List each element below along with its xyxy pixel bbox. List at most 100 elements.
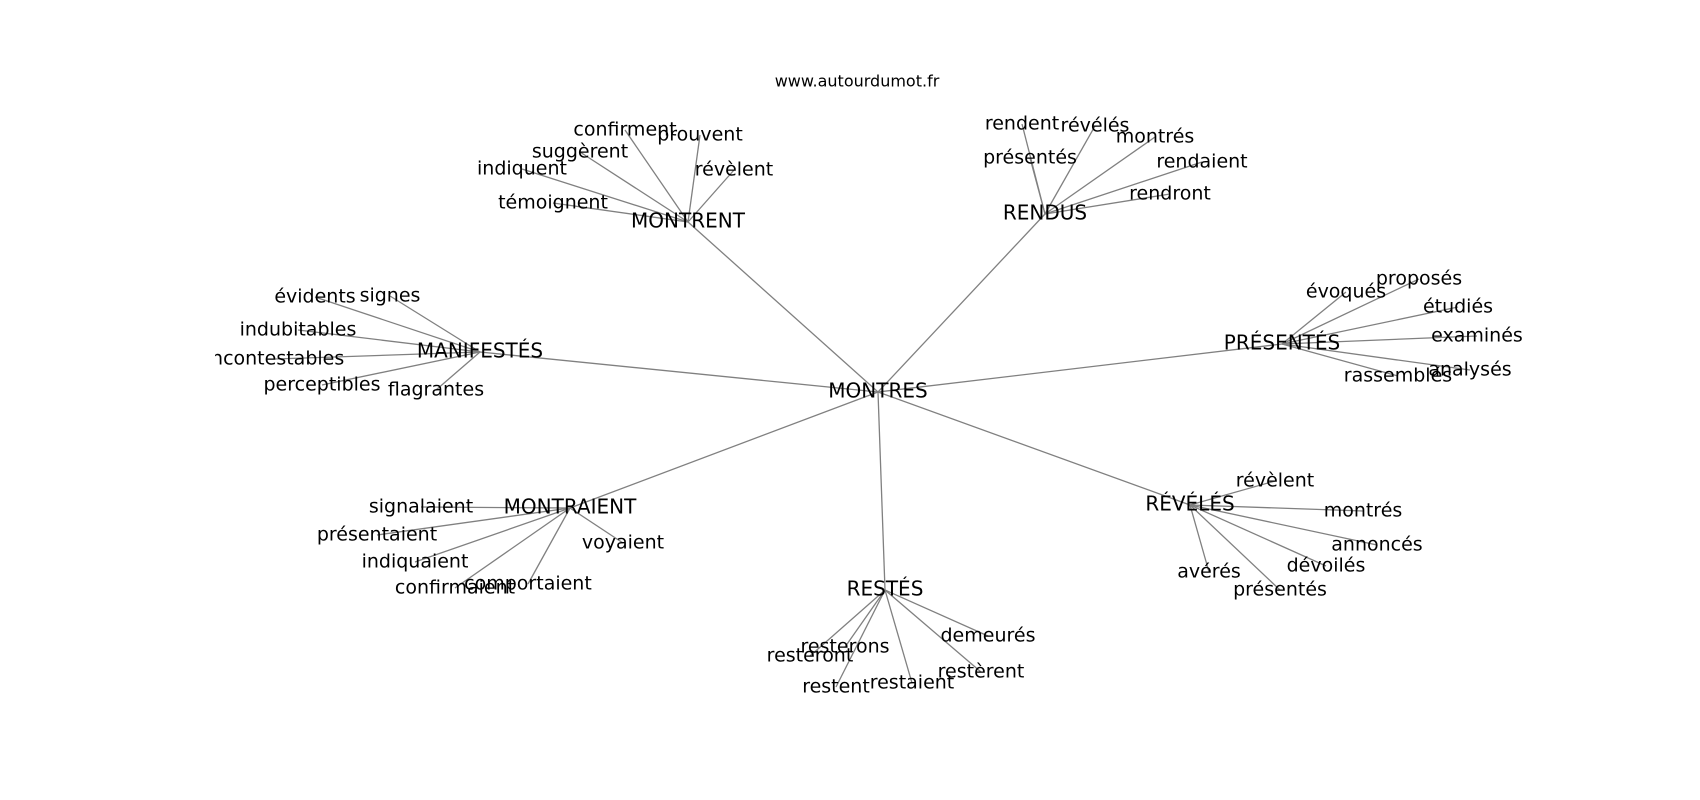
site-watermark: www.autourdumot.fr	[775, 72, 940, 91]
edge-center-reveles	[877, 391, 1191, 506]
leaf-word-montraient-4[interactable]: confirmaient	[395, 577, 515, 599]
leaf-word-presentes-2[interactable]: étudiés	[1423, 296, 1493, 318]
edge-montraient-0	[420, 506, 571, 509]
leaf-word-montrent-4[interactable]: révèlent	[695, 159, 773, 181]
hub-word-presentes[interactable]: PRÉSENTÉS	[1224, 331, 1340, 355]
leaf-word-presentes-0[interactable]: évoqués	[1306, 281, 1386, 303]
edge-center-manifestes	[479, 351, 879, 393]
edge-montrent-3	[521, 168, 689, 223]
edge-presentes-3	[1281, 335, 1478, 345]
edge-restes-0	[884, 589, 989, 637]
edge-restes-4	[835, 589, 886, 688]
edge-manifestes-1	[389, 295, 481, 353]
leaf-word-montrent-3[interactable]: indiquent	[477, 158, 567, 180]
leaf-word-manifestes-5[interactable]: flagrantes	[388, 379, 484, 401]
edge-reveles-1	[1189, 504, 1364, 512]
leaf-word-presentes-4[interactable]: rassemblés	[1344, 365, 1452, 387]
hub-word-montrent[interactable]: MONTRENT	[631, 209, 746, 233]
edge-manifestes-5	[435, 351, 481, 391]
edge-rendus-2	[1044, 136, 1156, 215]
leaf-word-rendus-3[interactable]: présentés	[983, 147, 1077, 169]
edge-center-montrent	[687, 221, 879, 393]
edge-restes-3	[884, 589, 982, 673]
leaf-word-reveles-1[interactable]: montrés	[1324, 500, 1403, 522]
edge-restes-1	[809, 589, 886, 657]
leaf-word-montraient-5[interactable]: comportaient	[464, 573, 592, 595]
edge-center-presentes	[877, 343, 1283, 393]
leaf-word-manifestes-2[interactable]: indubitables	[240, 319, 357, 341]
leaf-word-restes-4[interactable]: restent	[802, 676, 870, 698]
edge-montraient-4	[454, 507, 571, 589]
leaf-word-montrent-0[interactable]: confirment	[573, 119, 676, 141]
leaf-word-montraient-1[interactable]: présentaient	[317, 524, 437, 546]
edge-center-montraient	[569, 391, 879, 509]
leaf-word-manifestes-1[interactable]: signes	[360, 285, 421, 307]
edge-restes-5	[884, 589, 913, 684]
leaf-word-rendus-0[interactable]: rendent	[985, 113, 1059, 135]
leaf-word-reveles-2[interactable]: annoncés	[1331, 534, 1422, 556]
edge-restes-2	[844, 589, 886, 648]
edge-reveles-0	[1189, 480, 1276, 506]
leaf-word-montraient-2[interactable]: indiquaient	[362, 551, 469, 573]
center-word[interactable]: MONTRES	[828, 379, 927, 403]
leaf-word-restes-3[interactable]: restèrent	[938, 661, 1025, 683]
leaf-word-reveles-3[interactable]: dévoilés	[1287, 555, 1366, 577]
edge-montraient-2	[414, 507, 571, 563]
edge-rendus-5	[1044, 193, 1171, 215]
edge-montrent-0	[624, 129, 689, 223]
leaf-word-rendus-5[interactable]: rendront	[1129, 183, 1211, 205]
leaf-word-manifestes-4[interactable]: perceptibles	[264, 374, 381, 396]
edge-rendus-3	[1029, 157, 1046, 215]
leaf-word-montraient-3[interactable]: voyaient	[582, 532, 664, 554]
edge-reveles-3	[1189, 504, 1327, 567]
edge-montrent-5	[552, 202, 689, 223]
edge-montraient-1	[376, 507, 571, 536]
edge-center-rendus	[877, 213, 1046, 393]
hub-word-montraient[interactable]: MONTRAIENT	[504, 495, 637, 519]
edge-presentes-4	[1281, 343, 1399, 377]
leaf-word-presentes-3[interactable]: examinés	[1431, 325, 1523, 347]
graph-edges	[274, 123, 1478, 688]
leaf-word-rendus-4[interactable]: rendaient	[1156, 151, 1247, 173]
leaf-word-reveles-0[interactable]: révèlent	[1236, 470, 1314, 492]
leaf-word-presentes-1[interactable]: proposés	[1376, 268, 1462, 290]
leaf-word-montrent-1[interactable]: prouvent	[657, 124, 743, 146]
leaf-word-restes-5[interactable]: restaient	[870, 672, 955, 694]
leaf-word-manifestes-3[interactable]: incontestables	[206, 348, 345, 370]
leaf-word-reveles-4[interactable]: avérés	[1177, 561, 1241, 583]
leaf-word-rendus-1[interactable]: révélés	[1061, 115, 1130, 137]
edge-montraient-3	[569, 507, 624, 544]
leaf-word-montraient-0[interactable]: signalaient	[369, 496, 473, 518]
hub-word-reveles[interactable]: RÉVÉLÉS	[1145, 492, 1234, 516]
edge-reveles-5	[1189, 504, 1281, 591]
leaf-word-reveles-5[interactable]: présentés	[1233, 579, 1327, 601]
edge-presentes-2	[1281, 306, 1459, 345]
edge-reveles-4	[1189, 504, 1210, 573]
edge-manifestes-4	[321, 351, 481, 386]
edge-center-restes	[877, 391, 886, 591]
edge-montraient-5	[527, 507, 571, 585]
edge-montrent-4	[687, 169, 735, 223]
leaf-word-presentes-5[interactable]: analysés	[1428, 359, 1511, 381]
edge-rendus-1	[1044, 125, 1096, 215]
edge-presentes-0	[1281, 291, 1347, 345]
edge-rendus-4	[1044, 161, 1203, 215]
edge-manifestes-3	[274, 351, 481, 360]
leaf-word-montrent-5[interactable]: témoignent	[498, 192, 608, 214]
hub-word-restes[interactable]: RESTÉS	[847, 577, 924, 601]
edge-presentes-5	[1281, 343, 1471, 371]
edge-montrent-1	[687, 134, 701, 223]
edge-reveles-2	[1189, 504, 1378, 546]
leaf-word-restes-1[interactable]: resteront	[767, 645, 854, 667]
edge-presentes-1	[1281, 278, 1420, 345]
leaf-word-manifestes-0[interactable]: évidents	[274, 286, 355, 308]
hub-word-rendus[interactable]: RENDUS	[1003, 201, 1087, 225]
leaf-word-rendus-2[interactable]: montrés	[1116, 126, 1195, 148]
hub-word-manifestes[interactable]: MANIFESTÉS	[417, 339, 543, 363]
leaf-word-restes-0[interactable]: demeurés	[941, 625, 1036, 647]
leaf-word-montrent-2[interactable]: suggèrent	[532, 141, 628, 163]
edge-manifestes-0	[314, 296, 481, 353]
leaf-word-restes-2[interactable]: resterons	[800, 636, 889, 658]
